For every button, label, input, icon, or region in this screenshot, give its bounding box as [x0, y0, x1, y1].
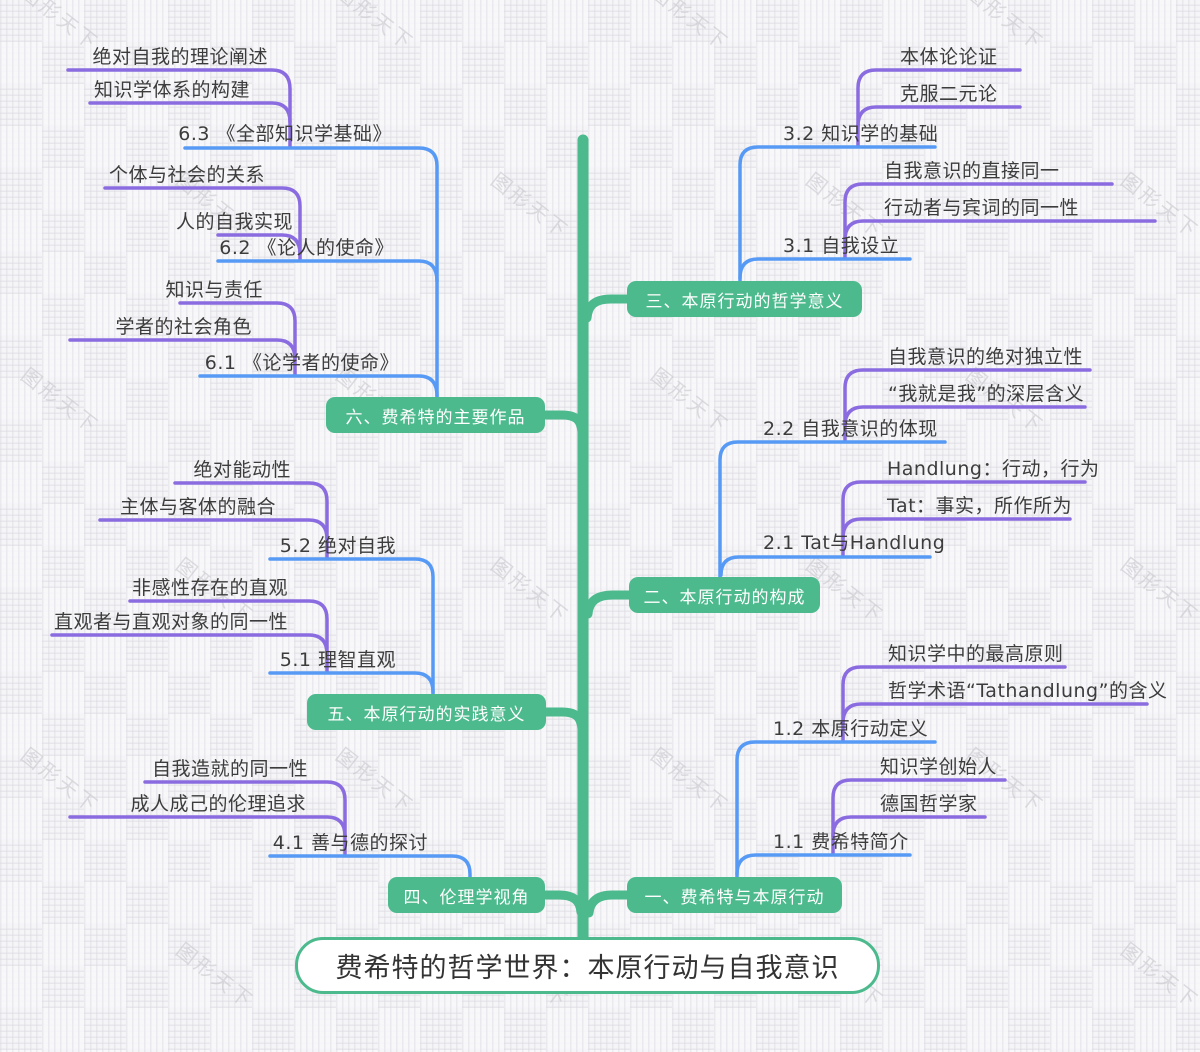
leaf-label[interactable]: 个体与社会的关系	[108, 164, 265, 186]
leaf-label[interactable]: 哲学术语“Tathandlung”的含义	[888, 680, 1168, 702]
topic-label[interactable]: 5.1 理智直观	[279, 649, 396, 671]
leaf-label[interactable]: 自我意识的绝对独立性	[888, 346, 1084, 368]
connector-leaves-1-2	[841, 665, 1067, 743]
topic-label[interactable]: 6.1 《论学者的使命》	[204, 352, 399, 374]
topic-label[interactable]: 6.2 《论人的使命》	[219, 237, 394, 259]
connector-leaf-3-2b	[856, 105, 1022, 128]
leaf-label[interactable]: 成人成己的伦理追求	[130, 793, 306, 815]
branch-link-6	[540, 410, 587, 437]
topic-label[interactable]: 1.2 本原行动定义	[773, 718, 929, 740]
branch-link-3	[582, 294, 632, 323]
trunk-connectors	[540, 134, 634, 944]
topic-label[interactable]: 3.1 自我设立	[783, 235, 900, 257]
leaf-label[interactable]: 主体与客体的融合	[119, 496, 276, 518]
connector-topic-6-2	[216, 259, 439, 283]
connector-topic-6-1	[198, 374, 439, 398]
connector-leaves-5-2	[173, 481, 329, 560]
connector-leaves-6-1	[178, 301, 297, 377]
connector-leaf-5-1b	[50, 633, 329, 656]
leaf-label[interactable]: 行动者与宾词的同一性	[884, 197, 1080, 219]
branch-link-5	[541, 707, 587, 734]
connector-topic-5-2	[268, 557, 435, 696]
leaf-label[interactable]: 自我意识的直接同一	[884, 160, 1060, 182]
connector-leaf-2-1b	[841, 517, 1072, 540]
topic-label[interactable]: 2.2 自我意识的体现	[763, 418, 938, 440]
leaf-label[interactable]: 知识学创始人	[880, 756, 998, 778]
topic-label[interactable]: 6.3 《全部知识学基础》	[178, 123, 392, 145]
branch-link-2	[583, 590, 634, 619]
connector-leaves-5-1	[128, 599, 329, 674]
connector-leaf-1-2b	[841, 702, 1149, 725]
connector-leaf-2-2b	[843, 405, 1087, 428]
connector-leaf-5-2b	[98, 518, 329, 541]
connector-leaf-6-2b	[216, 233, 302, 256]
connector-topic-6-3	[183, 146, 439, 399]
connector-leaf-4-1b	[68, 815, 347, 838]
branch-link-4	[540, 890, 586, 917]
leaf-label[interactable]: 克服二元论	[900, 83, 998, 105]
topic-label[interactable]: 4.1 善与德的探讨	[272, 832, 428, 854]
branch-node-1[interactable]: 一、费希特与本原行动	[627, 877, 842, 913]
topic-label[interactable]: 1.1 费希特简介	[773, 831, 909, 853]
branch-link-1	[584, 890, 632, 918]
connector-leaf-6-3b	[88, 101, 292, 124]
leaf-label[interactable]: 非感性存在的直观	[131, 577, 288, 599]
root-node[interactable]: 费希特的哲学世界：本原行动与自我意识	[295, 937, 880, 994]
connector-leaf-6-1b	[68, 338, 297, 361]
connector-leaves-3-1	[843, 182, 1114, 260]
leaf-label[interactable]: 知识与责任	[165, 279, 263, 301]
branch-node-4[interactable]: 四、伦理学视角	[388, 877, 545, 913]
leaf-label[interactable]: 直观者与直观对象的同一性	[53, 611, 288, 633]
leaf-label[interactable]: 知识学中的最高原则	[888, 643, 1064, 665]
leaf-connectors	[50, 68, 1157, 857]
leaf-label[interactable]: “我就是我”的深层含义	[888, 383, 1085, 405]
connector-leaves-6-2	[103, 186, 302, 262]
connector-leaves-1-1	[831, 778, 1007, 856]
connector-leaves-4-1	[143, 780, 347, 857]
connector-leaf-3-1b	[843, 219, 1157, 242]
connector-leaf-1-1b	[831, 815, 987, 838]
branch-node-6[interactable]: 六、费希特的主要作品	[326, 397, 545, 433]
leaf-label[interactable]: 人的自我实现	[175, 211, 293, 233]
leaf-label[interactable]: 知识学体系的构建	[93, 79, 250, 101]
connector-leaves-3-2	[856, 68, 1022, 148]
topic-label[interactable]: 3.2 知识学的基础	[783, 123, 939, 145]
connector-topic-2-2	[718, 440, 947, 579]
branch-node-2[interactable]: 二、本原行动的构成	[629, 577, 820, 613]
leaf-label[interactable]: 绝对自我的理论阐述	[92, 46, 268, 68]
leaf-label[interactable]: 绝对能动性	[193, 459, 291, 481]
connector-topic-3-1	[738, 257, 912, 280]
leaf-label[interactable]: 自我造就的同一性	[151, 758, 308, 780]
leaf-label[interactable]: 本体论论证	[900, 46, 998, 68]
connector-topic-1-2	[735, 740, 937, 879]
connector-leaves-2-1	[841, 480, 1087, 558]
leaf-label[interactable]: Tat：事实，所作所为	[887, 495, 1073, 517]
connector-topic-4-1	[268, 854, 472, 879]
leaf-label[interactable]: Handlung：行动，行为	[887, 458, 1100, 480]
connector-topic-1-1	[735, 853, 912, 876]
topic-connectors	[183, 145, 947, 879]
leaf-label[interactable]: 学者的社会角色	[115, 316, 252, 338]
topic-label[interactable]: 5.2 绝对自我	[279, 535, 396, 557]
connector-topic-5-1	[268, 671, 435, 694]
branch-node-3[interactable]: 三、本原行动的哲学意义	[627, 281, 862, 317]
leaf-label[interactable]: 德国哲学家	[880, 793, 978, 815]
connector-topic-2-1	[719, 555, 932, 577]
topic-label[interactable]: 2.1 Tat与Handlung	[763, 532, 946, 554]
branch-node-5[interactable]: 五、本原行动的实践意义	[307, 694, 546, 730]
connector-leaves-6-3	[66, 68, 292, 149]
connector-leaves-2-2	[843, 368, 1092, 443]
connector-topic-3-2	[738, 145, 937, 283]
